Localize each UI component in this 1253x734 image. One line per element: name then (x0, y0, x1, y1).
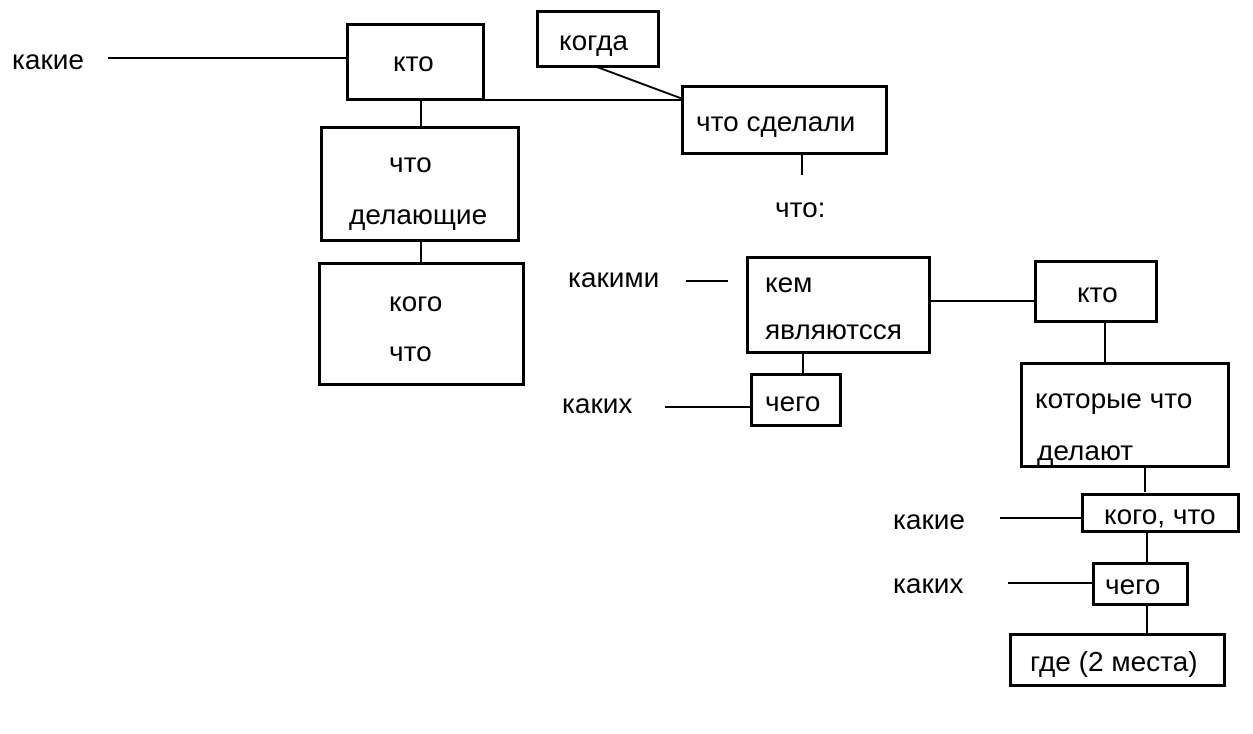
line-doing-to-whom (420, 241, 422, 263)
node-whom-what: кого что (318, 262, 525, 386)
node-when: когда (536, 10, 660, 68)
node-whom-what-line2: что (389, 336, 432, 367)
label-of-which-mid: каких (562, 388, 633, 419)
node-whom-what-line1: кого (389, 286, 443, 317)
line-byWhich-to-byWhom (686, 280, 728, 282)
node-what-did-text: что сделали (696, 106, 856, 137)
node-by-whom-line2: являютсся (765, 314, 902, 345)
node-doing-what-line2: делающие (349, 199, 488, 230)
node-which-do: которые что делают (1020, 362, 1230, 468)
line-byWhom-to-who (930, 300, 1036, 302)
node-who-top-text: кто (393, 46, 434, 77)
line-ofWhich-to-ofwhat (665, 406, 751, 408)
node-doing-what-line1: что (389, 147, 432, 178)
line-whomwhat-to-ofwhat (1146, 533, 1148, 563)
label-what-colon: что: (775, 192, 826, 223)
node-of-what-text: чего (765, 386, 821, 417)
node-who-right-text: кто (1077, 277, 1118, 308)
node-doing-what: что делающие (320, 126, 520, 242)
node-what-did: что сделали (681, 85, 888, 155)
line-whichRight-to-whomwhat (1000, 517, 1083, 519)
line-whatdid-stem (801, 155, 803, 175)
label-which-top: какие (12, 44, 84, 75)
line-which-to-whomwhat (1144, 467, 1146, 492)
node-who-top: кто (346, 23, 485, 101)
node-which-do-line1: которые что (1035, 383, 1193, 414)
node-where-text: где (2 места) (1030, 646, 1198, 677)
line-which-to-who (108, 57, 348, 59)
line-byWhom-to-ofwhat (802, 353, 804, 373)
node-of-what: чего (750, 373, 842, 427)
line-who-to-which (1104, 322, 1106, 365)
node-of-what-right-text: чего (1105, 569, 1161, 600)
node-when-text: когда (559, 25, 629, 56)
line-who-to-whatdid (483, 99, 683, 101)
line-ofwhat-to-where (1146, 605, 1148, 635)
label-which-right: какие (893, 504, 965, 535)
node-by-whom: кем являютсся (746, 256, 931, 354)
node-by-whom-line1: кем (765, 267, 813, 298)
line-who-to-doing (420, 101, 422, 127)
node-whom-what-right: кого, что (1081, 493, 1240, 533)
line-ofWhichRight-to-ofwhat (1008, 582, 1092, 584)
node-who-right: кто (1034, 260, 1158, 323)
node-of-what-right: чего (1092, 562, 1189, 606)
label-by-which: какими (568, 262, 660, 293)
node-whom-what-right-text: кого, что (1104, 499, 1216, 530)
node-where: где (2 места) (1009, 633, 1226, 687)
node-which-do-line2: делают (1037, 435, 1134, 466)
label-of-which-right: каких (893, 568, 964, 599)
